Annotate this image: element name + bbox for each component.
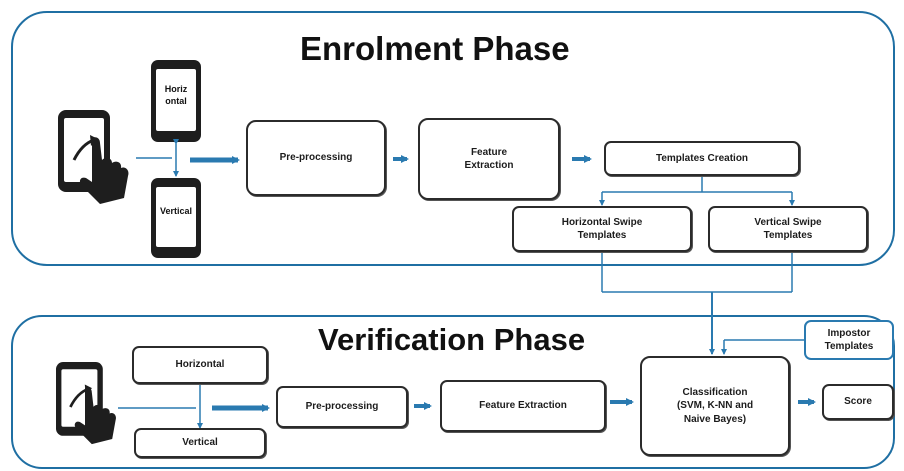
- verification-title: Verification Phase: [318, 322, 586, 357]
- verif-feature-extraction-box: Feature Extraction: [440, 380, 606, 432]
- verification-panel: [11, 315, 895, 469]
- horizontal-templates-box: Horizontal Swipe Templates: [512, 206, 692, 252]
- enrolment-title: Enrolment Phase: [300, 30, 570, 67]
- vertical-phone-icon: [151, 178, 201, 258]
- verif-horizontal-label: Horizontal: [175, 359, 225, 371]
- templates-creation-box: Templates Creation: [604, 141, 800, 176]
- verif-feature-extraction-label: Feature Extraction: [479, 400, 567, 412]
- classification-label: Classification (SVM, K-NN and Naive Baye…: [676, 386, 754, 425]
- vertical-phone-label: Vertical: [157, 206, 195, 218]
- score-label: Score: [844, 396, 872, 408]
- impostor-templates-label: Impostor Templates: [824, 327, 874, 353]
- score-box: Score: [822, 384, 894, 420]
- horizontal-templates-label: Horizontal Swipe Templates: [561, 216, 643, 242]
- classification-box: Classification (SVM, K-NN and Naive Baye…: [640, 356, 790, 456]
- enrolment-panel: [11, 11, 895, 266]
- verif-preprocessing-box: Pre-processing: [276, 386, 408, 428]
- vertical-templates-box: Vertical Swipe Templates: [708, 206, 868, 252]
- vertical-templates-label: Vertical Swipe Templates: [754, 216, 822, 242]
- horizontal-phone-label: Horiz ontal: [158, 84, 194, 108]
- templates-creation-label: Templates Creation: [655, 152, 749, 164]
- impostor-templates-box: Impostor Templates: [804, 320, 894, 360]
- verif-vertical-box: Vertical: [134, 428, 266, 458]
- verif-preprocessing-label: Pre-processing: [305, 401, 379, 413]
- enrol-feature-extraction-label: Feature Extraction: [464, 146, 514, 172]
- verif-horizontal-box: Horizontal: [132, 346, 268, 384]
- enrol-feature-extraction-box: Feature Extraction: [418, 118, 560, 200]
- enrol-preprocessing-box: Pre-processing: [246, 120, 386, 196]
- enrol-preprocessing-label: Pre-processing: [279, 152, 353, 164]
- verif-vertical-label: Vertical: [182, 437, 218, 449]
